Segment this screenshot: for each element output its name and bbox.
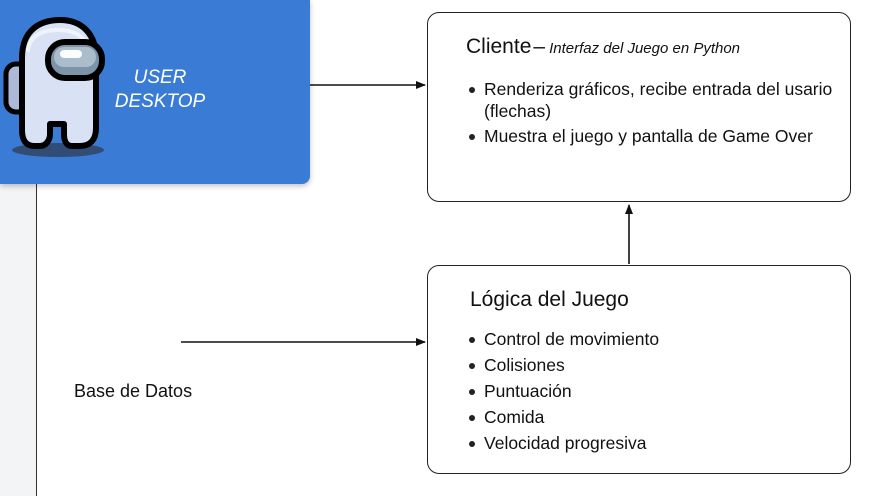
cliente-bullet-list: Renderiza gráficos, recibe entrada del u… [466,78,836,150]
cliente-title-line: Cliente–Interfaz del Juego en Python [466,35,740,59]
logica-bullet: Velocidad progresiva [466,432,836,454]
logica-bullet: Control de movimiento [466,328,836,350]
cliente-bullet: Renderiza gráficos, recibe entrada del u… [466,78,836,122]
logica-box: Lógica del Juego Control de movimiento C… [427,265,851,474]
cliente-subtitle: Interfaz del Juego en Python [549,40,741,57]
cliente-title-dash: – [533,35,546,58]
logica-title: Lógica del Juego [470,288,629,311]
user-desktop-label: USER DESKTOP [100,66,220,114]
vertical-connector-line [36,180,37,496]
logica-bullet: Comida [466,406,836,428]
base-de-datos-label: Base de Datos [74,381,193,401]
cliente-bullet: Muestra el juego y pantalla de Game Over [466,125,836,147]
user-desktop-card: USER DESKTOP [0,0,310,184]
cliente-title: Cliente [466,35,532,58]
logica-bullet-list: Control de movimiento Colisiones Puntuac… [466,328,836,458]
logica-bullet: Puntuación [466,380,836,402]
crewmate-avatar-icon [3,17,105,157]
user-label-line2: DESKTOP [114,91,206,112]
user-label-line1: USER [133,67,187,88]
cliente-box: Cliente–Interfaz del Juego en Python Ren… [427,12,851,202]
logica-bullet: Colisiones [466,354,836,376]
